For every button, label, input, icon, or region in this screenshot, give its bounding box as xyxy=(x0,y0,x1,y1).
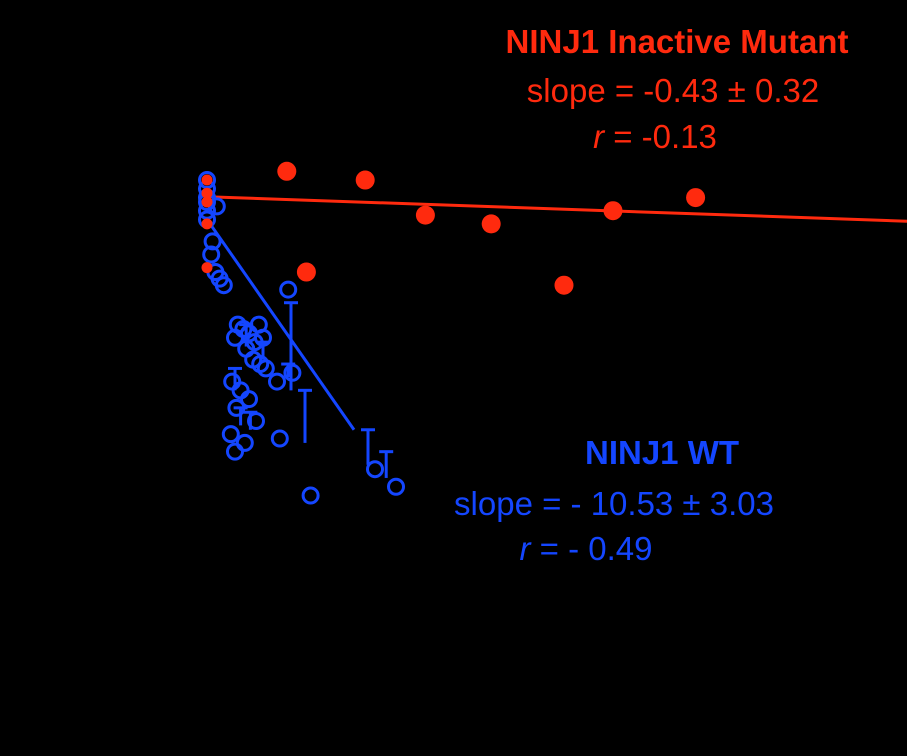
data-point-wt xyxy=(203,232,222,251)
data-point-wt xyxy=(301,486,320,505)
error-bar xyxy=(379,450,394,478)
annotation-r-wt: r = - 0.49 xyxy=(520,530,653,567)
data-point-mutant xyxy=(201,174,213,186)
annotation-title-wt: NINJ1 WT xyxy=(585,434,739,471)
data-point-mutant xyxy=(686,188,706,208)
data-point-wt xyxy=(268,372,286,391)
fit-lines xyxy=(205,195,907,431)
data-point-wt xyxy=(256,359,275,378)
data-point-mutant xyxy=(355,170,375,190)
annotation-title-mutant: NINJ1 Inactive Mutant xyxy=(506,23,849,60)
r-symbol-wt: r xyxy=(520,530,533,567)
error-bar xyxy=(298,388,312,443)
data-point-wt xyxy=(270,429,289,448)
annotation-slope-mutant: slope = -0.43 ± 0.32 xyxy=(527,72,819,109)
data-point-wt xyxy=(366,460,384,479)
data-point-wt xyxy=(214,276,233,295)
data-point-mutant xyxy=(277,161,297,181)
data-point-mutant xyxy=(201,187,213,199)
annotation-ninj1-inactive-mutant: NINJ1 Inactive Mutant slope = -0.43 ± 0.… xyxy=(506,23,849,155)
data-point-wt xyxy=(387,477,405,496)
data-point-mutant xyxy=(201,196,213,208)
data-point-wt xyxy=(202,245,221,264)
fit-line-ninj1-inactive-mutant xyxy=(206,195,907,223)
data-point-mutant xyxy=(201,218,213,230)
annotation-ninj1-wt: NINJ1 WT slope = - 10.53 ± 3.03 r = - 0.… xyxy=(454,434,774,567)
r-value-mutant: = -0.13 xyxy=(604,118,717,155)
data-point-mutant xyxy=(603,201,623,221)
data-point-mutant xyxy=(481,214,501,234)
data-point-wt xyxy=(247,412,265,430)
data-point-wt xyxy=(235,433,254,452)
data-point-wt xyxy=(226,328,244,347)
data-point-wt xyxy=(283,363,302,382)
data-point-wt xyxy=(279,280,298,299)
fit-line-ninj1-wt xyxy=(205,218,356,431)
data-point-mutant xyxy=(201,262,213,274)
data-point-mutant xyxy=(415,205,435,225)
data-point-wt xyxy=(254,328,272,347)
error-bar xyxy=(361,428,375,465)
data-point-wt xyxy=(240,390,258,409)
data-point-mutant xyxy=(554,275,574,295)
data-point-wt xyxy=(198,171,216,190)
data-point-wt xyxy=(221,425,240,444)
error-bar xyxy=(284,301,298,391)
data-point-mutant xyxy=(296,262,316,282)
r-value-wt: = - 0.49 xyxy=(531,530,653,567)
points-ninj1-inactive-mutant xyxy=(201,161,706,295)
data-point-wt xyxy=(227,398,246,417)
r-symbol-mutant: r xyxy=(593,118,606,155)
annotation-r-mutant: r = -0.13 xyxy=(593,118,717,155)
annotation-slope-wt: slope = - 10.53 ± 3.03 xyxy=(454,485,774,522)
data-point-wt xyxy=(226,442,244,461)
